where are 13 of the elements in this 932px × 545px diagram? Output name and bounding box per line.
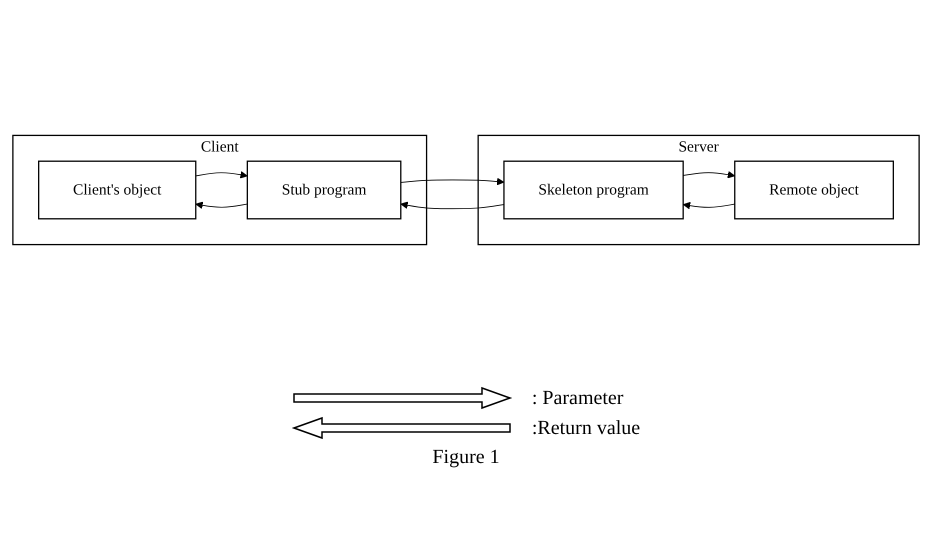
arrow bbox=[682, 202, 736, 210]
node-box: Client's object bbox=[38, 160, 196, 220]
arrow bbox=[400, 178, 504, 186]
figure-caption: Figure 1 bbox=[432, 446, 500, 469]
arrow bbox=[195, 171, 248, 178]
node-box: Stub program bbox=[246, 160, 402, 220]
legend-label: :Return value bbox=[532, 416, 640, 440]
arrow bbox=[682, 170, 736, 178]
legend-label: : Parameter bbox=[532, 386, 624, 410]
arrow bbox=[195, 202, 248, 210]
arrow bbox=[400, 202, 504, 210]
node-box: Remote object bbox=[734, 160, 894, 220]
node-box: Skeleton program bbox=[503, 160, 684, 220]
